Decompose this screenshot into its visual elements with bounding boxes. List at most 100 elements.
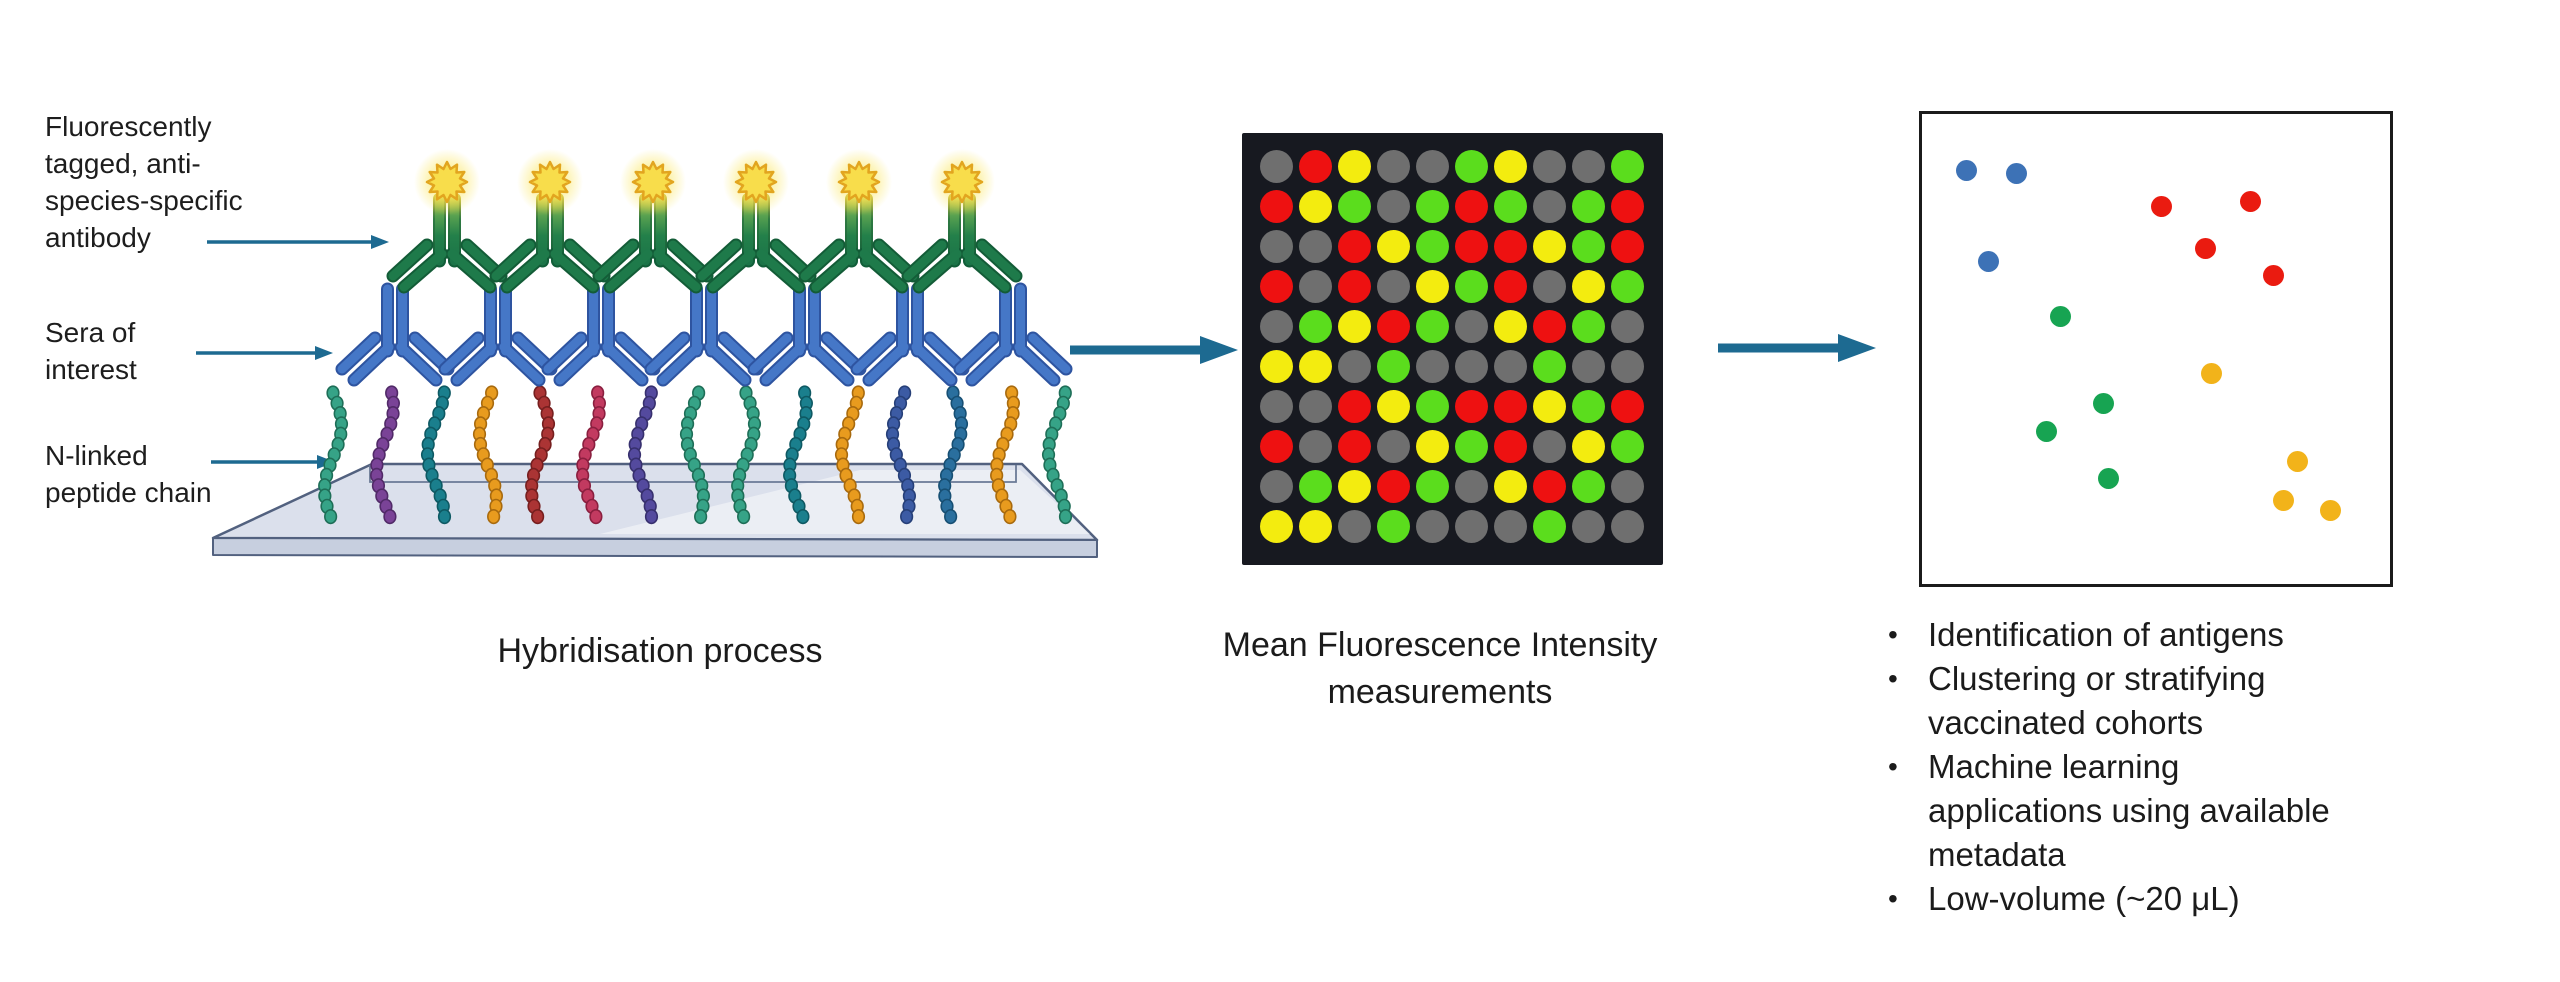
microarray-spot	[1533, 390, 1566, 423]
microarray-spot	[1299, 310, 1332, 343]
microarray-spot	[1377, 430, 1410, 463]
scatter-point-yellow	[2201, 363, 2222, 384]
scatter-point-red	[2240, 191, 2261, 212]
peptide-chain	[1041, 385, 1073, 525]
microarray-spot	[1416, 510, 1449, 543]
microarray-spot	[1611, 470, 1644, 503]
microarray-spot	[1611, 150, 1644, 183]
microarray-spot	[1572, 230, 1605, 263]
microarray-spot	[1299, 270, 1332, 303]
scatter-point-red	[2263, 265, 2284, 286]
microarray-spot	[1455, 510, 1488, 543]
microarray-spot	[1260, 430, 1293, 463]
scatter-point-green	[2098, 468, 2119, 489]
scatter-point-green	[2050, 306, 2071, 327]
scatter-plot	[1919, 111, 2393, 587]
microarray-spot	[1338, 190, 1371, 223]
scatter-point-green	[2036, 421, 2057, 442]
scatter-point-red	[2195, 238, 2216, 259]
tagged-antibody	[901, 149, 1023, 294]
microarray-spot	[1377, 150, 1410, 183]
scatter-point-yellow	[2273, 490, 2294, 511]
sera-antibody	[953, 282, 1073, 387]
microarray-spot	[1377, 510, 1410, 543]
tagged-antibody	[386, 149, 508, 294]
peptide-chain	[525, 385, 556, 525]
slide-highlight	[600, 470, 1090, 534]
microarray-spot	[1611, 430, 1644, 463]
peptide-chain	[472, 385, 503, 525]
application-item: •Low-volume (~20 μL)	[1888, 877, 2408, 921]
microarray-spot	[1377, 390, 1410, 423]
microarray-spot	[1572, 430, 1605, 463]
microarray-spot	[1611, 190, 1644, 223]
microarray-spot	[1377, 190, 1410, 223]
microarray-spot	[1377, 230, 1410, 263]
microarray-spot	[1338, 310, 1371, 343]
slide-front-face	[212, 537, 1098, 558]
microarray-spot	[1455, 470, 1488, 503]
sera-antibody	[850, 282, 970, 387]
microarray-spot	[1455, 390, 1488, 423]
microarray-spot	[1260, 390, 1293, 423]
scatter-point-blue	[2006, 163, 2027, 184]
scatter-point-blue	[1978, 251, 1999, 272]
microarray-spot	[1494, 270, 1527, 303]
microarray-spot	[1299, 230, 1332, 263]
microarray-spot	[1533, 470, 1566, 503]
microarray-spot	[1299, 350, 1332, 383]
microarray-spot	[1377, 350, 1410, 383]
peptide-chain	[990, 385, 1020, 525]
peptide-chain	[885, 385, 916, 525]
microarray-spot	[1611, 270, 1644, 303]
microarray-spot	[1494, 150, 1527, 183]
microarray-spot	[1416, 350, 1449, 383]
application-item-text: Clustering or stratifying vaccinated coh…	[1928, 660, 2266, 741]
microarray-spot	[1611, 350, 1644, 383]
microarray-spot	[1494, 510, 1527, 543]
flow-arrow-2	[1718, 334, 1876, 362]
label-arrow-peptide	[211, 455, 335, 469]
microarray-spot	[1338, 390, 1371, 423]
microarray-spot	[1260, 270, 1293, 303]
scatter-point-blue	[1956, 160, 1977, 181]
microarray-spot	[1572, 510, 1605, 543]
label-sera-of-interest: Sera of interest	[45, 317, 137, 385]
microarray-spot	[1260, 470, 1293, 503]
microarray-spot	[1338, 270, 1371, 303]
peptide-chain	[370, 385, 400, 525]
microarray-spot	[1260, 230, 1293, 263]
microarray-spot	[1455, 310, 1488, 343]
tagged-antibody	[592, 149, 714, 294]
application-item-text: Identification of antigens	[1928, 616, 2284, 653]
microarray-spot	[1338, 230, 1371, 263]
microarray-spot	[1533, 510, 1566, 543]
application-item: •Clustering or stratifying vaccinated co…	[1888, 657, 2408, 745]
microarray-spot	[1611, 230, 1644, 263]
microarray-spot	[1416, 470, 1449, 503]
microarray-spot	[1533, 270, 1566, 303]
microarray-spot	[1377, 270, 1410, 303]
microarray-spot	[1416, 310, 1449, 343]
peptide-chain	[420, 385, 452, 525]
microarray-spot	[1494, 350, 1527, 383]
caption-mfi: Mean Fluorescence Intensity measurements	[1222, 626, 1658, 711]
microarray-spot	[1611, 510, 1644, 543]
fluorophore-icon	[631, 160, 675, 204]
microarray-spot	[1455, 150, 1488, 183]
microarray-spot	[1572, 270, 1605, 303]
microarray-spot	[1533, 150, 1566, 183]
microarray-spot	[1377, 470, 1410, 503]
microarray-spot	[1572, 350, 1605, 383]
microarray-spot	[1416, 190, 1449, 223]
microarray-spot	[1494, 190, 1527, 223]
fluorophore-icon	[425, 160, 469, 204]
microarray-spot	[1455, 270, 1488, 303]
microarray-spot	[1494, 310, 1527, 343]
microarray-spot	[1299, 390, 1332, 423]
peptide-chain	[576, 385, 606, 525]
peptide-chain	[679, 385, 710, 525]
sera-antibody	[335, 282, 455, 387]
sera-antibody	[747, 282, 867, 387]
